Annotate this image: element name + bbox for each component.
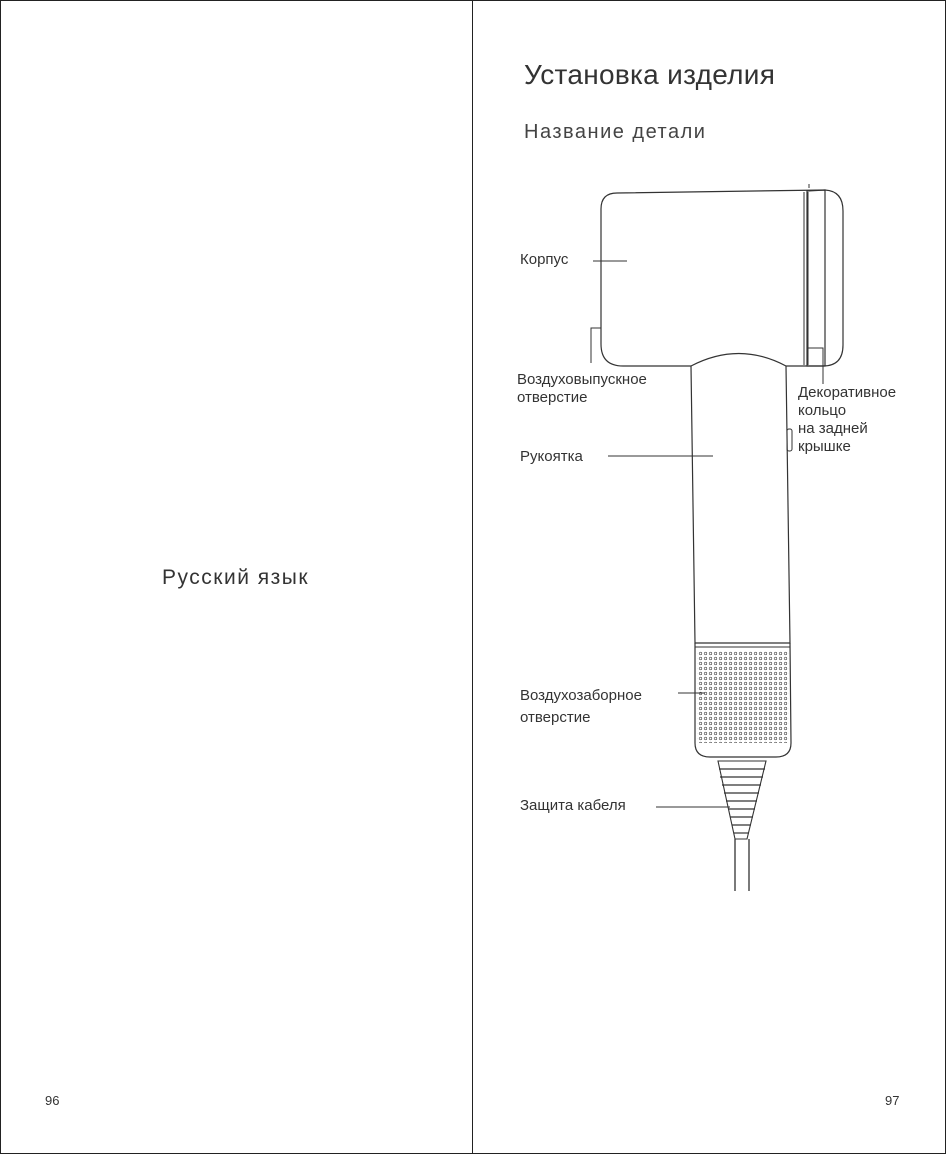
label-air-inlet-1: Воздухозаборное	[520, 687, 642, 705]
label-air-outlet-2: отверстие	[517, 389, 587, 407]
hair-dryer-diagram	[473, 1, 946, 1155]
left-page: Русский язык 96	[0, 0, 473, 1154]
air-inlet-grill	[697, 651, 789, 743]
label-ring-2: кольцо	[798, 402, 846, 420]
label-ring-1: Декоративное	[798, 384, 896, 402]
label-air-inlet-2: отверстие	[520, 709, 590, 727]
dryer-handle	[691, 366, 790, 643]
language-title: Русский язык	[162, 566, 309, 590]
dryer-head	[601, 190, 825, 366]
label-cable-guard: Защита кабеля	[520, 797, 626, 815]
label-ring-3: на задней	[798, 420, 868, 438]
right-page: Установка изделия Название детали	[472, 0, 946, 1154]
label-handle: Рукоятка	[520, 448, 583, 466]
page-number-left: 96	[45, 1093, 59, 1108]
label-body: Корпус	[520, 251, 568, 269]
cable-guard-outline	[718, 761, 766, 839]
label-ring-4: крышке	[798, 438, 851, 456]
page-number-right: 97	[885, 1093, 899, 1108]
label-air-outlet-1: Воздуховыпускное	[517, 371, 647, 389]
